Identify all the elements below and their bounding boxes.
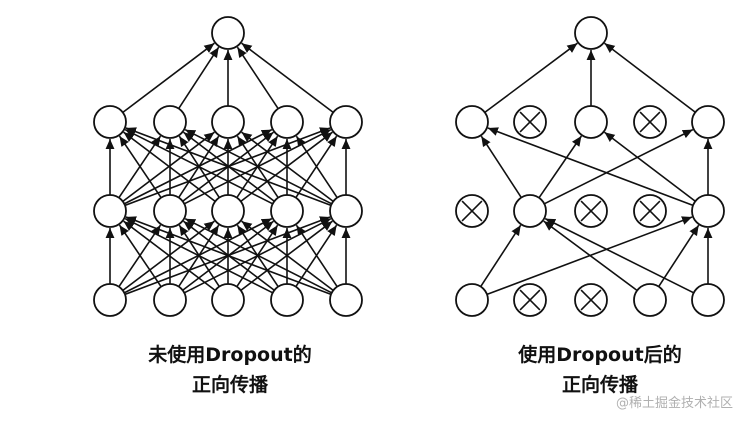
- connection-arrow: [487, 127, 694, 207]
- edges: [480, 42, 713, 296]
- connection-arrow: [544, 217, 695, 294]
- neuron-node: [270, 283, 304, 317]
- cross-icon: [519, 289, 541, 311]
- cross-icon: [580, 200, 602, 222]
- neuron-node: [211, 283, 245, 317]
- nodes: [455, 16, 725, 317]
- connection-arrow: [125, 127, 332, 207]
- connection-arrow: [123, 131, 216, 203]
- connection-arrow: [604, 42, 696, 113]
- connection-arrow: [122, 42, 215, 114]
- connection-arrow: [178, 46, 220, 110]
- connection-arrow: [543, 128, 694, 205]
- connection-arrow: [124, 128, 274, 205]
- neuron-node: [211, 16, 245, 50]
- neuron-node: [329, 194, 363, 228]
- neuron-node: [93, 283, 127, 317]
- neuron-node: [574, 105, 608, 139]
- neuron-node: [455, 283, 489, 317]
- caption-with-dropout: 使用Dropout后的 正向传播: [470, 340, 730, 400]
- connection-arrow: [241, 42, 334, 114]
- connection-arrow: [124, 217, 274, 294]
- neuron-node: [153, 105, 187, 139]
- connection-arrow: [125, 216, 332, 296]
- edges: [105, 42, 351, 296]
- watermark: @稀土掘金技术社区: [615, 396, 733, 411]
- neuron-node: [691, 105, 725, 139]
- connection-arrow: [241, 220, 334, 292]
- cross-icon: [639, 200, 661, 222]
- nodes: [93, 16, 363, 317]
- neuron-node: [633, 283, 667, 317]
- network-with-dropout: [455, 16, 725, 317]
- neuron-node: [93, 105, 127, 139]
- connection-arrow: [543, 220, 638, 292]
- neuron-node: [270, 194, 304, 228]
- neuron-node: [93, 194, 127, 228]
- connection-arrow: [184, 128, 333, 205]
- neuron-node: [691, 194, 725, 228]
- connection-arrow: [295, 224, 338, 288]
- connection-arrow: [295, 135, 338, 199]
- connection-arrow: [480, 224, 522, 288]
- neuron-node: [574, 16, 608, 50]
- connection-arrow: [538, 135, 583, 199]
- connection-arrow: [236, 46, 279, 110]
- neuron-node: [513, 194, 547, 228]
- connection-arrow: [118, 224, 162, 288]
- neuron-node: [211, 105, 245, 139]
- neuron-node: [329, 283, 363, 317]
- connection-arrow: [480, 135, 522, 199]
- connection-arrow: [484, 42, 578, 114]
- neuron-node: [270, 105, 304, 139]
- neuron-node: [455, 105, 489, 139]
- connection-arrow: [604, 131, 696, 202]
- connection-arrow: [184, 217, 333, 294]
- caption-left-line1: 未使用Dropout的: [148, 344, 312, 366]
- cross-icon: [519, 111, 541, 133]
- caption-right-line1: 使用Dropout后的: [518, 344, 682, 366]
- caption-left-line2: 正向传播: [191, 374, 268, 396]
- neuron-node: [153, 194, 187, 228]
- connection-arrow: [118, 135, 162, 199]
- caption-right-line2: 正向传播: [561, 374, 638, 396]
- cross-icon: [639, 111, 661, 133]
- connection-arrow: [123, 220, 216, 292]
- cross-icon: [580, 289, 602, 311]
- cross-icon: [461, 200, 483, 222]
- neuron-node: [691, 283, 725, 317]
- neuron-node: [329, 105, 363, 139]
- network-without-dropout: [93, 16, 363, 317]
- neuron-node: [153, 283, 187, 317]
- connection-arrow: [658, 224, 700, 288]
- connection-arrow: [241, 131, 334, 203]
- caption-without-dropout: 未使用Dropout的 正向传播: [100, 340, 360, 400]
- neuron-node: [211, 194, 245, 228]
